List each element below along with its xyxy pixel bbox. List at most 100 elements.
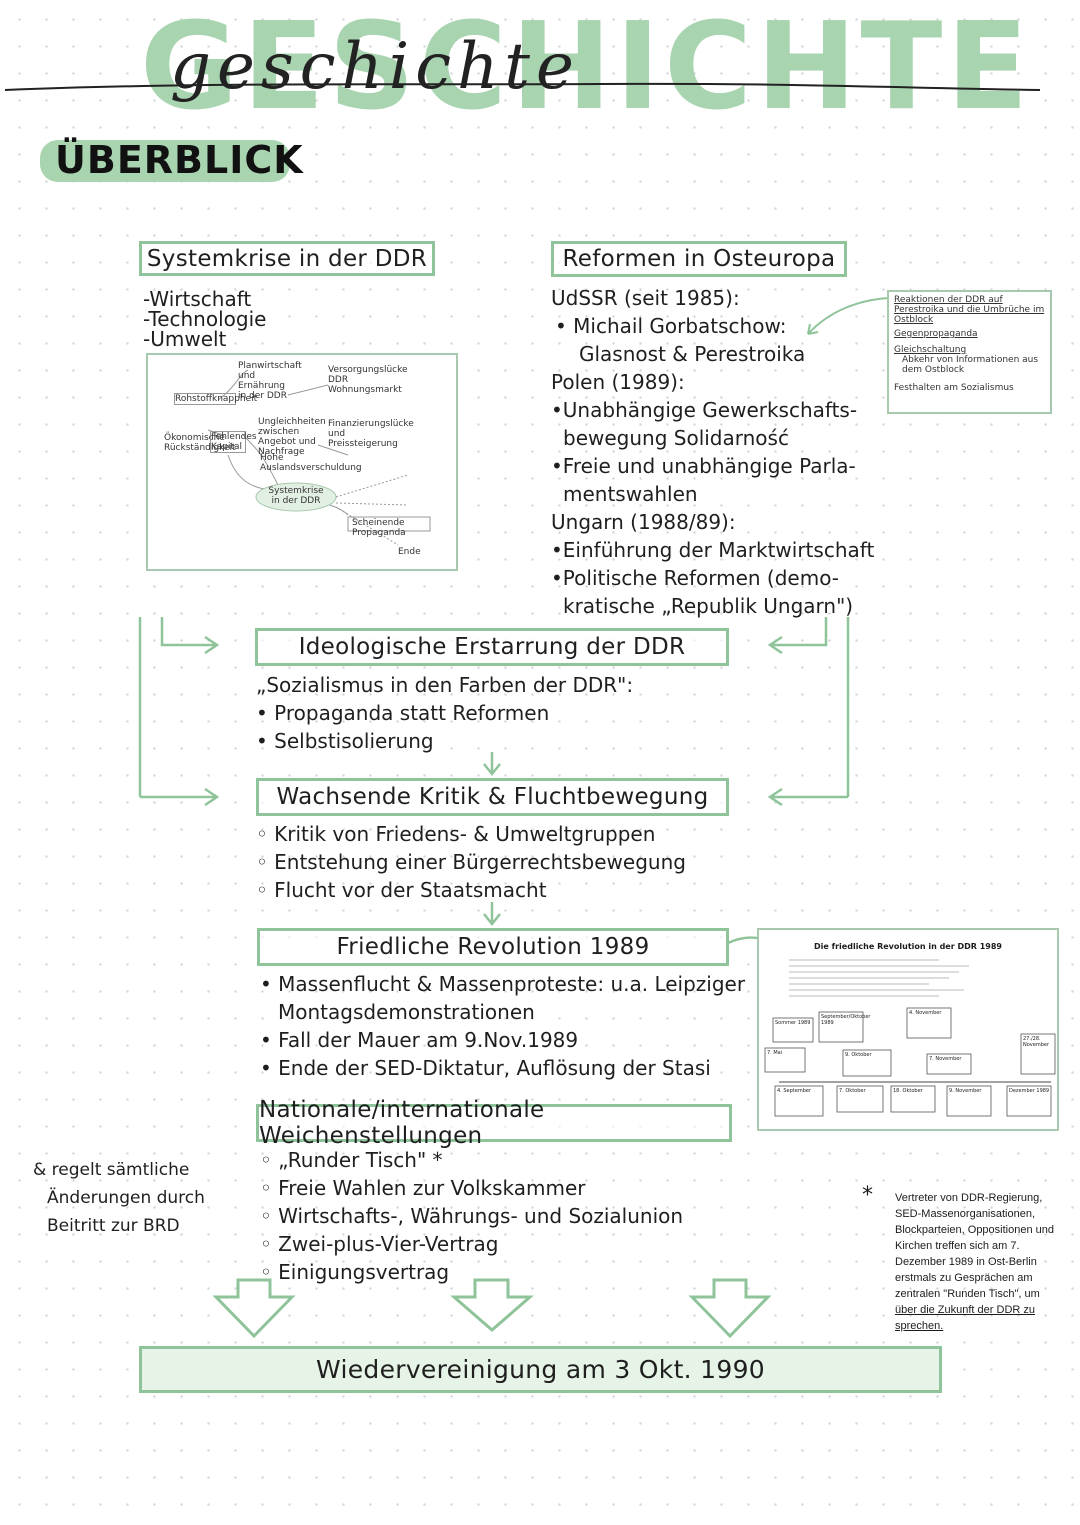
weichenstellungen-list: ◦ „Runder Tisch" * ◦ Freie Wahlen zur Vo… [260, 1146, 683, 1286]
timeline-event: 18. Oktober [893, 1088, 923, 1094]
list-item: -Technologie [143, 307, 267, 331]
wachsende-kritik-box: Wachsende Kritik & Fluchtbewegung [256, 778, 729, 816]
reformen-line: •Freie und unabhängige Parla- [551, 454, 856, 478]
flow-line: ◦ Zwei-plus-Vier-Vertrag [260, 1232, 499, 1256]
title-background: GESCHICHTE [140, 0, 1033, 137]
einigungsvertrag-note: & regelt sämtliche Änderungen durch Beit… [33, 1156, 205, 1240]
flow-line: ◦ Einigungsvertrag [260, 1260, 450, 1284]
side-note-line: Gegenpropaganda [894, 329, 978, 339]
reformen-line: Glasnost & Perestroika [579, 342, 806, 366]
diagram-node: Finanzierungslücke und Preissteigerung [328, 419, 414, 449]
box-title: Wachsende Kritik & Fluchtbewegung [276, 784, 709, 810]
reformen-line: •Politische Reformen (demo- [551, 566, 840, 590]
flow-line: • Propaganda statt Reformen [256, 701, 550, 725]
reformen-line: • Michail Gorbatschow: [555, 314, 787, 338]
flow-line: ◦ Wirtschafts-, Währungs- und Sozialunio… [260, 1204, 684, 1228]
diagram-node: Planwirtschaft und Ernährung in der DDR [238, 361, 302, 401]
note-line: Änderungen durch [47, 1188, 205, 1208]
timeline-event: 4. September [777, 1088, 811, 1094]
asterisk-marker: * [862, 1183, 873, 1208]
timeline-event: 27./28. November [1023, 1036, 1050, 1048]
side-note-heading: Reaktionen der DDR auf Perestroika und d… [894, 295, 1045, 325]
timeline-event: 9. Oktober [845, 1052, 872, 1058]
diagram-node: Systemkrise in der DDR [268, 486, 324, 506]
diagram-node: Rohstoffknappheit [174, 393, 258, 405]
systemkrise-list: -Wirtschaft -Technologie -Umwelt [143, 285, 266, 353]
flow-line: • Massenflucht & Massenproteste: u.a. Le… [260, 972, 746, 996]
side-note-line: Festhalten am Sozialismus [894, 383, 1014, 393]
side-note-line: Gleichschaltung [894, 345, 967, 355]
reformen-line: Ungarn (1988/89): [551, 510, 736, 534]
timeline-event: 7. November [929, 1056, 962, 1062]
ideologische-erstarrung-box: Ideologische Erstarrung der DDR [255, 628, 729, 666]
diagram-node: Fehlendes Kapital [210, 431, 257, 453]
side-note-reaktionen: Reaktionen der DDR auf Perestroika und d… [887, 290, 1052, 414]
wiedervereinigung-box: Wiedervereinigung am 3 Okt. 1990 [139, 1346, 942, 1393]
box-title: Ideologische Erstarrung der DDR [298, 634, 686, 660]
subtitle-highlight [40, 140, 290, 182]
flow-line: • Selbstisolierung [256, 729, 434, 753]
flow-line: ◦ „Runder Tisch" * [260, 1148, 443, 1172]
reformen-line: •Einführung der Marktwirtschaft [551, 538, 875, 562]
reformen-line: kratische „Republik Ungarn") [563, 594, 854, 618]
flow-line: ◦ Freie Wahlen zur Volkskammer [260, 1176, 586, 1200]
flow-line: • Fall der Mauer am 9.Nov.1989 [260, 1028, 579, 1052]
note-line: erstmals zu Gesprächen am [895, 1272, 1033, 1284]
reformen-box: Reformen in Osteuropa [551, 241, 847, 277]
systemkrise-diagram: Planwirtschaft und Ernährung in der DDR … [146, 353, 458, 571]
note-line: Dezember 1989 in Ost-Berlin [895, 1256, 1037, 1268]
timeline-event: Sommer 1989 [775, 1020, 811, 1026]
flow-line: „Sozialismus in den Farben der DDR": [256, 673, 634, 697]
final-title: Wiedervereinigung am 3 Okt. 1990 [316, 1355, 765, 1384]
timeline-event: Dezember 1989 [1009, 1088, 1050, 1094]
title-script: geschichte [170, 30, 580, 104]
reformen-line: UdSSR (seit 1985): [551, 286, 740, 310]
weichenstellungen-box: Nationale/internationale Weichenstellung… [256, 1097, 732, 1149]
wachsende-kritik-list: ◦ Kritik von Friedens- & Umweltgruppen ◦… [256, 820, 686, 904]
reformen-line: Polen (1989): [551, 370, 685, 394]
diagram-node: Versorgungslücke DDR Wohnungsmarkt [328, 365, 408, 395]
timeline-event: 7. Mai [767, 1050, 783, 1056]
reformen-line: bewegung Solidarność [563, 426, 789, 450]
flow-line: ◦ Entstehung einer Bürgerrechtsbewegung [256, 850, 686, 874]
timeline-event: 9. November [949, 1088, 982, 1094]
side-note-line: Abkehr von Informationen aus dem Ostbloc… [902, 355, 1039, 375]
note-line: sprechen. [895, 1320, 944, 1332]
revolution-timeline-thumbnail: Die friedliche Revolution in der DDR 198… [757, 928, 1059, 1131]
friedliche-revolution-box: Friedliche Revolution 1989 [257, 928, 729, 966]
systemkrise-box: Systemkrise in der DDR [139, 241, 435, 276]
note-line: & regelt sämtliche [33, 1160, 190, 1180]
note-line: Vertreter von DDR-Regierung, [895, 1192, 1043, 1204]
note-line: Blockparteien, Oppositionen und [895, 1224, 1054, 1236]
flow-line: Montagsdemonstrationen [278, 1000, 535, 1024]
note-line: Kirchen treffen sich am 7. [895, 1240, 1020, 1252]
box-title: Nationale/internationale Weichenstellung… [259, 1097, 545, 1149]
diagram-node: Ungleichheiten zwischen Angebot und Nach… [258, 417, 326, 457]
timeline-graphic [764, 959, 1056, 1117]
side-note-arrow [807, 297, 889, 335]
diagram-node: Ende [398, 547, 421, 557]
note-line: Beitritt zur BRD [47, 1216, 180, 1236]
friedliche-revolution-list: • Massenflucht & Massenproteste: u.a. Le… [260, 970, 745, 1082]
diagram-node: Ökonomische Rückständigkeit [164, 433, 236, 453]
flow-line: ◦ Flucht vor der Staatsmacht [256, 878, 547, 902]
diagram-node: Hohe Auslandsverschuldung [260, 453, 362, 473]
flow-line: ◦ Kritik von Friedens- & Umweltgruppen [256, 822, 656, 846]
note-line: SED-Massenorganisationen, [895, 1208, 1036, 1220]
list-item: -Umwelt [143, 327, 227, 351]
reformen-line: mentswahlen [563, 482, 698, 506]
reformen-line: •Unabhängige Gewerkschafts- [551, 398, 858, 422]
note-line: über die Zukunft der DDR zu [895, 1304, 1036, 1316]
page-subtitle: ÜBERBLICK [55, 138, 304, 182]
timeline-event: 4. November [909, 1010, 942, 1016]
reformen-list: UdSSR (seit 1985): • Michail Gorbatschow… [551, 284, 874, 620]
runder-tisch-note: Vertreter von DDR-Regierung, SED-Masseno… [895, 1190, 1060, 1334]
reformen-title: Reformen in Osteuropa [562, 246, 836, 272]
ideologische-erstarrung-list: „Sozialismus in den Farben der DDR": • P… [256, 671, 633, 755]
diagram-node: Scheinende Propaganda [352, 518, 406, 538]
list-item: -Wirtschaft [143, 287, 252, 311]
diagram-connectors [207, 369, 431, 546]
systemkrise-title: Systemkrise in der DDR [146, 245, 428, 272]
title-underline [4, 82, 1041, 91]
note-line: zentralen "Runden Tisch", um [895, 1288, 1040, 1300]
